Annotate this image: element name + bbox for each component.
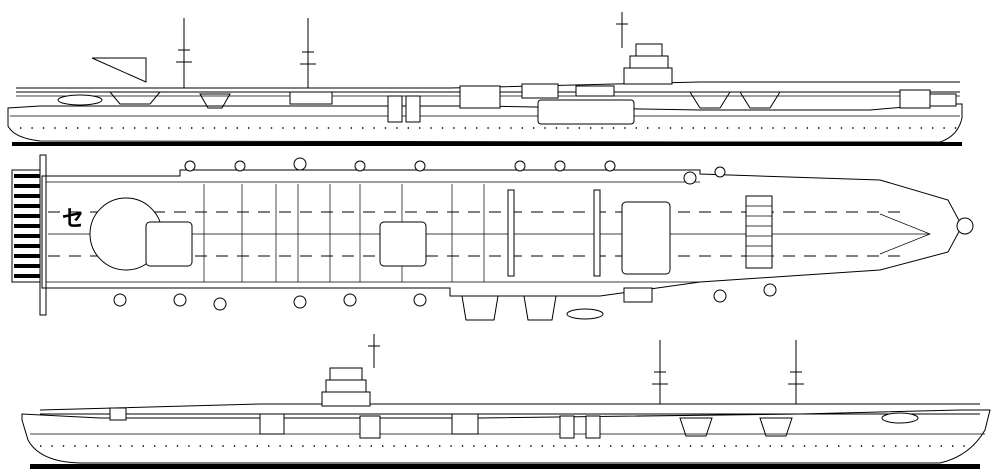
port-profile-view xyxy=(21,334,991,469)
starboard-profile-view xyxy=(7,12,963,146)
flight-deck-edge-top xyxy=(16,81,960,89)
island-top xyxy=(616,12,673,85)
barrier-2 xyxy=(593,189,601,277)
elevator-mid xyxy=(379,221,427,267)
side-sponsons-plan xyxy=(113,157,777,321)
stern-ramp-stripes xyxy=(14,174,40,278)
masts-bottom xyxy=(652,340,804,404)
deck-cross-lines xyxy=(203,184,485,282)
elevator-aft xyxy=(145,221,193,267)
stern-post xyxy=(39,154,47,316)
elevator-forward xyxy=(621,201,671,275)
island-bottom xyxy=(321,334,380,407)
bow-arrow xyxy=(879,213,931,255)
sponsons-top xyxy=(57,83,957,125)
crane-top xyxy=(91,57,147,83)
flight-deck-edge-bottom xyxy=(39,403,980,411)
flight-deck-plan-view: セ xyxy=(11,154,974,321)
forward-deck-ladder xyxy=(745,195,773,269)
waterline-top xyxy=(12,142,962,146)
bow-knob xyxy=(956,217,974,235)
sponsons-bottom xyxy=(109,407,919,439)
masts-top xyxy=(176,18,316,88)
flight-deck-outline xyxy=(41,169,963,297)
waterline-bottom xyxy=(30,464,980,469)
barrier-1 xyxy=(507,189,515,277)
deck-identification-marking: セ xyxy=(62,207,84,232)
hull-bottom xyxy=(21,409,991,464)
hull-top xyxy=(7,103,963,143)
